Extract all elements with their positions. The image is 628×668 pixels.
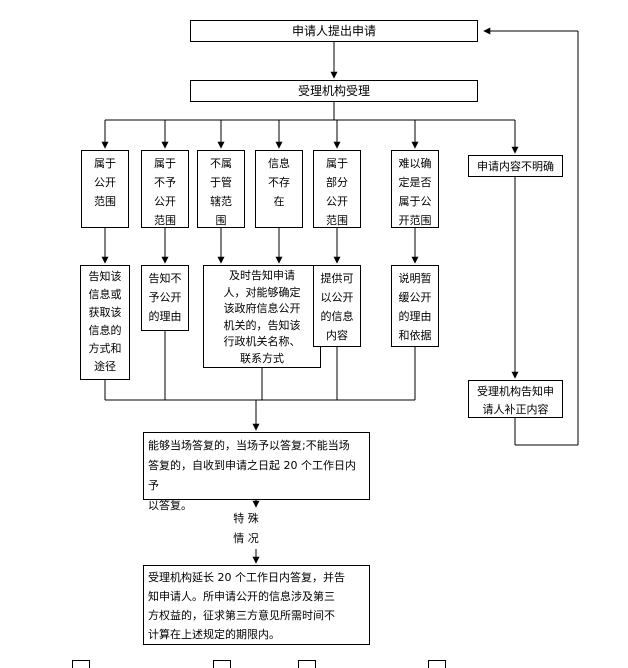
node-action-provide-public: 提供可 以公开 的信息 内容 [313, 265, 361, 347]
special-situation-label: 特 殊 情 况 [226, 509, 266, 549]
node-action-inform-way: 告知该 信息或 获取该 信息的 方式和 途径 [80, 265, 130, 380]
node-accept: 受理机构受理 [190, 80, 478, 102]
node-branch-partial-public: 属于 部分 公开 范围 [313, 150, 361, 228]
node-action-inform-reason: 告知不 予公开 的理由 [141, 265, 189, 331]
node-reply-deadline: 能够当场答复的，当场予以答复;不能当场 答复的，自收到申请之日起 20 个工作日… [143, 432, 370, 512]
node-branch-unclear-content: 申请内容不明确 [468, 155, 563, 177]
node-extend-deadline: 受理机构延长 20 个工作日内答复，并告 知申请人。所申请公开的信息涉及第三 方… [143, 565, 370, 645]
cutoff-box [428, 660, 446, 668]
cutoff-box [72, 660, 90, 668]
node-action-timely-inform: 及时告知申请 人，对能够确定 该政府信息公开 机关的，告知该 行政机关名称、 联… [203, 265, 321, 368]
node-branch-public-scope: 属于 公开 范围 [81, 150, 129, 228]
node-action-explain-postpone: 说明暂 缓公开 的理由 和依据 [391, 265, 439, 347]
cutoff-box [213, 660, 231, 668]
node-submit-application: 申请人提出申请 [190, 20, 478, 42]
cutoff-box [298, 660, 316, 668]
node-action-supplement: 受理机构告知申 请人补正内容 [468, 380, 563, 418]
node-branch-not-public: 属于 不予 公开 范围 [141, 150, 189, 228]
node-branch-not-exist: 信息 不存 在 [255, 150, 303, 228]
node-branch-not-jurisdiction: 不属 于管 辖范 围 [197, 150, 245, 228]
node-branch-hard-to-determine: 难以确 定是否 属于公 开范围 [391, 150, 439, 228]
